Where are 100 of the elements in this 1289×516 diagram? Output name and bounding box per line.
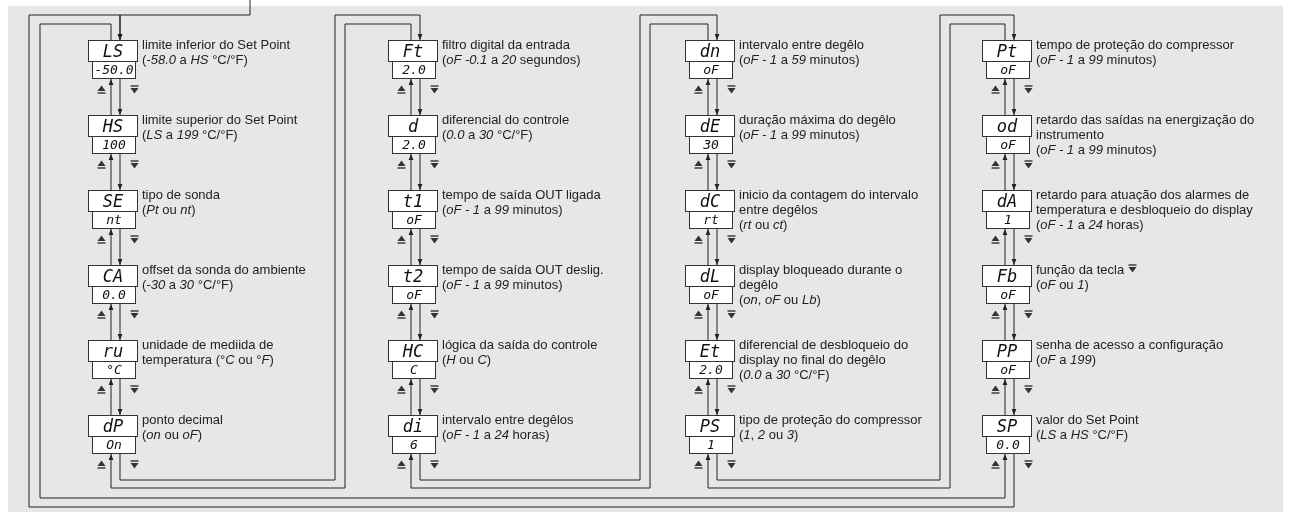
connector-arrow — [1011, 153, 1017, 191]
display-value: oF — [986, 286, 1030, 304]
value-range: (oF - 1 a 99 minutos) — [442, 277, 564, 292]
parameter-description: diferencial do controle — [442, 112, 571, 127]
value-range: (H ou C) — [442, 352, 493, 367]
display-value: °C — [92, 361, 136, 379]
parameter-description: tipo de sonda — [142, 187, 222, 202]
connector-arrow — [705, 378, 711, 416]
connector-arrow — [108, 228, 114, 266]
connector-arrow — [705, 303, 711, 341]
display-value: nt — [92, 211, 136, 229]
value-range: (oF - 1 a 99 minutos) — [1036, 142, 1158, 157]
parameter-description: limite inferior do Set Point — [142, 37, 292, 52]
parameter-description: função da tecla — [1036, 262, 1125, 277]
value-range: (0.0 a 30 °C/°F) — [442, 127, 534, 142]
connector-arrow — [417, 378, 423, 416]
value-range: (oF - 1 a 24 horas) — [1036, 217, 1145, 232]
display-code: Fb — [982, 265, 1032, 287]
display-value: oF — [986, 361, 1030, 379]
display-code: LS — [88, 40, 138, 62]
connector-arrow — [108, 78, 114, 116]
value-range: (oF - 1 a 99 minutos) — [739, 127, 861, 142]
connector-arrow — [417, 153, 423, 191]
connector-arrow — [117, 303, 123, 341]
display-value: oF — [689, 286, 733, 304]
parameter-description: intervalo entre degêlos — [442, 412, 575, 427]
display-code: dP — [88, 415, 138, 437]
connector-arrow — [714, 153, 720, 191]
display-code: Ft — [388, 40, 438, 62]
connector-arrow — [417, 78, 423, 116]
parameter-description: valor do Set Point — [1036, 412, 1140, 427]
parameter-description: senha de acesso a configuração — [1036, 337, 1225, 352]
value-range: (on, oF ou Lb) — [739, 292, 822, 307]
value-range: (oF ou 1) — [1036, 277, 1090, 292]
connector-arrow — [108, 153, 114, 191]
connector-arrow — [408, 153, 414, 191]
display-code: di — [388, 415, 438, 437]
connector-arrow — [408, 303, 414, 341]
display-value: rt — [689, 211, 733, 229]
value-range: (oF -0.1 a 20 segundos) — [442, 52, 582, 67]
display-code: PP — [982, 340, 1032, 362]
display-value: 100 — [92, 136, 136, 154]
display-value: 0.0 — [92, 286, 136, 304]
display-value: -50.0 — [92, 61, 136, 79]
connector-arrow — [705, 228, 711, 266]
connector-arrow — [1002, 303, 1008, 341]
parameter-description: tipo de proteção do compressor — [739, 412, 923, 427]
display-code: SE — [88, 190, 138, 212]
display-code: t2 — [388, 265, 438, 287]
display-value: oF — [689, 61, 733, 79]
parameter-description: tempo de saída OUT ligada — [442, 187, 602, 202]
parameter-description: unidade de mediida de temperatura (°C ou °F) — [142, 337, 275, 367]
display-code: d — [388, 115, 438, 137]
display-value: On — [92, 436, 136, 454]
parameter-description: tempo de proteção do compressor — [1036, 37, 1235, 52]
connector-arrow — [1002, 78, 1008, 116]
connector-arrow — [1002, 378, 1008, 416]
connector-arrow — [417, 228, 423, 266]
connector-arrow — [117, 78, 123, 116]
display-code: SP — [982, 415, 1032, 437]
display-code: dE — [685, 115, 735, 137]
value-range: (oF - 1 a 59 minutos) — [739, 52, 861, 67]
connector-arrow — [408, 228, 414, 266]
display-value: 30 — [689, 136, 733, 154]
value-range: (0.0 a 30 °C/°F) — [739, 367, 831, 382]
display-value: 2.0 — [392, 136, 436, 154]
display-value: C — [392, 361, 436, 379]
value-range: (oF - 1 a 24 horas) — [442, 427, 551, 442]
connector-arrow — [1011, 303, 1017, 341]
display-value: 6 — [392, 436, 436, 454]
parameter-description: limite superior do Set Point — [142, 112, 299, 127]
connector-arrow — [417, 303, 423, 341]
display-code: HS — [88, 115, 138, 137]
value-range: (-30 a 30 °C/°F) — [142, 277, 235, 292]
display-code: HC — [388, 340, 438, 362]
display-value: 1 — [689, 436, 733, 454]
display-code: dn — [685, 40, 735, 62]
value-range: (oF - 1 a 99 minutos) — [442, 202, 564, 217]
connector-arrow — [714, 303, 720, 341]
value-range: (rt ou ct) — [739, 217, 789, 232]
display-code: dA — [982, 190, 1032, 212]
connector-arrow — [117, 0, 251, 41]
parameter-description: offset da sonda do ambiente — [142, 262, 307, 277]
parameter-description: tempo de saída OUT deslig. — [442, 262, 605, 277]
display-value: oF — [392, 286, 436, 304]
display-code: CA — [88, 265, 138, 287]
display-value: oF — [986, 136, 1030, 154]
connector-arrow — [108, 378, 114, 416]
parameter-description: duração máxima do degêlo — [739, 112, 897, 127]
value-range: (Pt ou nt) — [142, 202, 197, 217]
connector-arrow — [117, 228, 123, 266]
connector-arrow — [714, 378, 720, 416]
display-value: 0.0 — [986, 436, 1030, 454]
value-range: (LS a 199 °C/°F) — [142, 127, 239, 142]
display-code: dC — [685, 190, 735, 212]
display-value: 1 — [986, 211, 1030, 229]
connector-arrow — [1002, 153, 1008, 191]
connector-arrow — [714, 78, 720, 116]
connector-arrow — [117, 153, 123, 191]
value-range: (LS a HS °C/°F) — [1036, 427, 1130, 442]
